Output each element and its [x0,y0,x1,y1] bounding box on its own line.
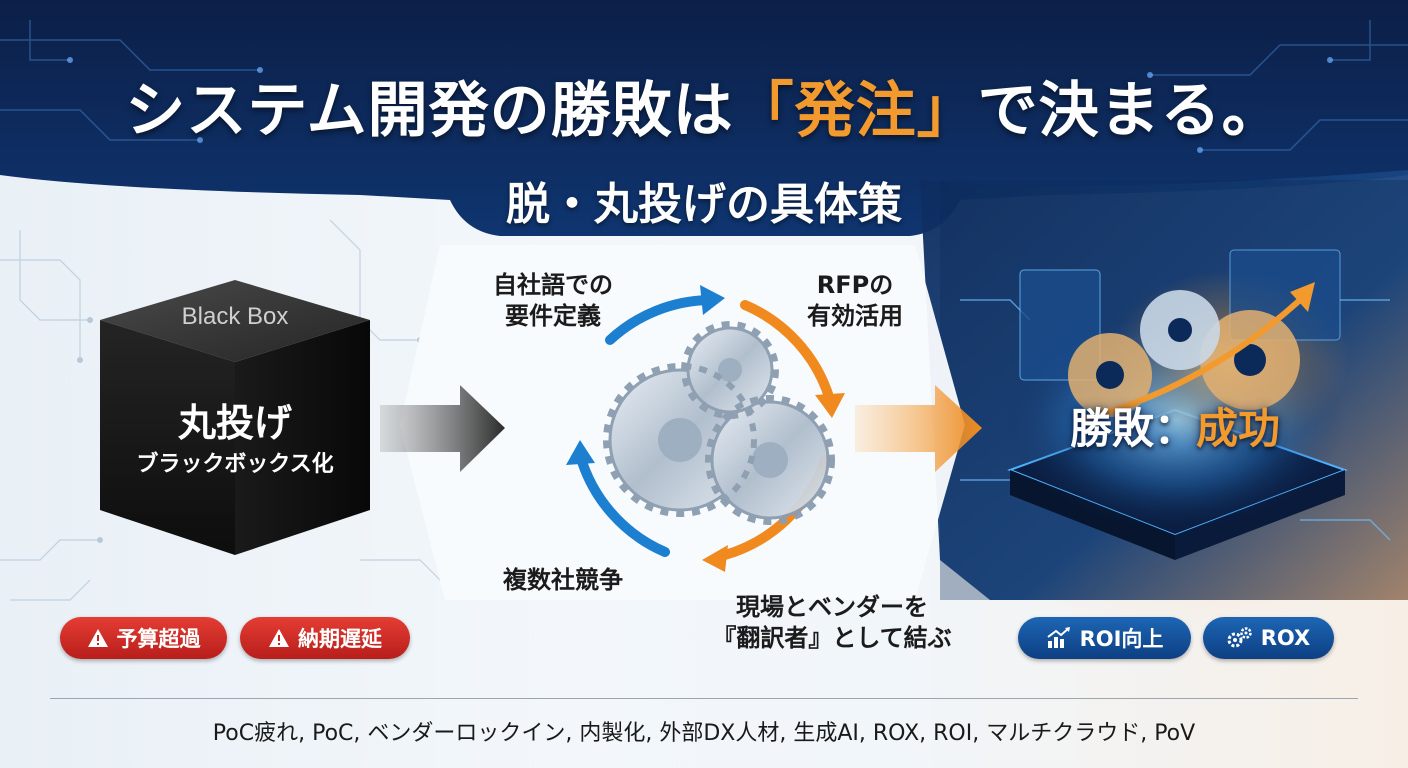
gears-icon [1227,627,1252,648]
keywords-line: PoC疲れ, PoC, ベンダーロックイン, 内製化, 外部DX人材, 生成AI… [212,721,1196,746]
footer-divider [50,698,1358,699]
page-subtitle: 脱・丸投げの具体策 [506,179,902,230]
cube-label: Black Box [181,303,289,330]
cube-subtitle: ブラックボックス化 [136,452,334,477]
budget-overrun-badge: 予算超過 [60,617,227,659]
warning-icon [87,629,108,647]
cycle-label-rfp: RFPの 有効活用 [807,271,903,331]
result-label: 勝敗：成功 [1069,404,1281,453]
title-accent: 「発注」 [733,76,978,146]
cycle-label-competition: 複数社競争 [503,566,623,594]
chart-up-icon [1046,627,1070,648]
cycle-label-translator: 現場とベンダーを 『翻訳者』として結ぶ [712,593,952,653]
delay-badge: 納期遅延 [240,617,410,659]
warning-icon [269,629,289,647]
rox-badge: ROX [1203,617,1334,659]
cube-title: 丸投げ [177,401,292,445]
cycle-label-requirements: 自社語での 要件定義 [493,271,613,331]
roi-badge: ROI向上 [1018,617,1191,659]
page-title: システム開発の勝敗は「発注」で決まる。 [125,76,1283,146]
